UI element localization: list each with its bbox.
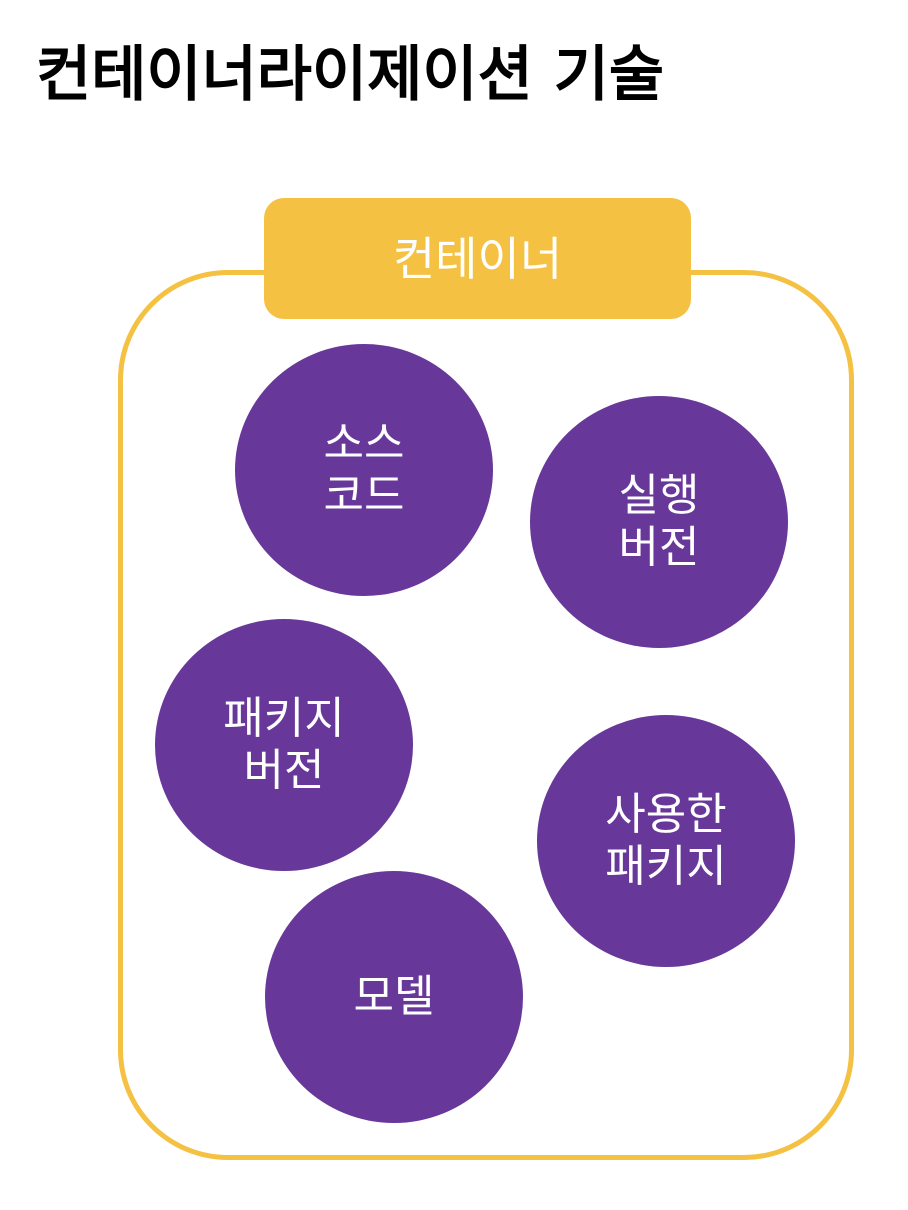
item-label-line: 모델	[353, 971, 435, 1023]
item-package-version: 패키지 버전	[155, 619, 413, 871]
item-runtime-version: 실행 버전	[530, 396, 788, 648]
item-label-line: 패키지	[223, 693, 345, 745]
item-label-line: 버전	[618, 522, 700, 573]
item-label-line: 실행	[618, 470, 700, 522]
item-source-code: 소스 코드	[235, 344, 493, 596]
item-label-line: 소스	[323, 418, 405, 470]
page-title: 컨테이너라이제이션 기술	[36, 40, 665, 110]
item-label-line: 패키지	[605, 841, 727, 892]
item-label-line: 코드	[323, 470, 405, 521]
item-model: 모델	[265, 871, 523, 1123]
item-label-line: 사용한	[605, 789, 727, 841]
item-used-packages: 사용한 패키지	[537, 715, 795, 967]
container-label-text: 컨테이너	[392, 231, 563, 286]
container-label: 컨테이너	[264, 198, 691, 319]
item-label-line: 버전	[243, 745, 325, 796]
